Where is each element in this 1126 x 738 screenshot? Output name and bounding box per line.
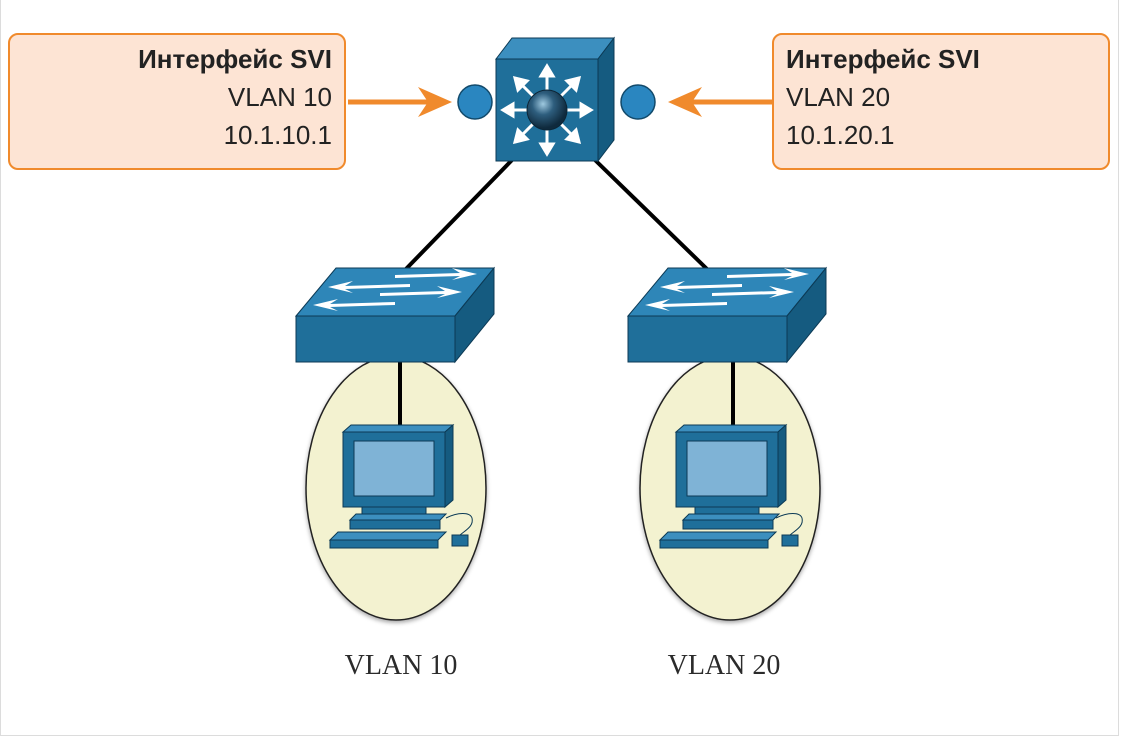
svi-callout-vlan20: Интерфейс SVI VLAN 20 10.1.20.1: [772, 33, 1110, 170]
svi-port-icon-left: [457, 84, 493, 120]
svi-port-icon-right: [620, 84, 656, 120]
pc-icon-right: [658, 423, 803, 549]
switch-icon-left: [294, 266, 496, 364]
svi-callout-title: Интерфейс SVI: [138, 44, 332, 74]
vlan-label-left: VLAN 10: [344, 650, 458, 681]
svi-callout-vlan10: Интерфейс SVI VLAN 10 10.1.10.1: [8, 33, 346, 170]
svi-callout-title: Интерфейс SVI: [786, 44, 980, 74]
svi-callout-vlan: VLAN 20: [786, 82, 891, 112]
arrow-left-icon: [668, 87, 772, 117]
link-core-to-switch-left: [403, 158, 514, 272]
svi-callout-ip: 10.1.20.1: [786, 120, 895, 150]
switch-icon-right: [626, 266, 828, 364]
vlan-label-right: VLAN 20: [667, 650, 781, 681]
svi-callout-vlan: VLAN 10: [227, 82, 332, 112]
pc-icon-left: [328, 423, 473, 549]
arrow-right-icon: [348, 87, 452, 117]
multilayer-switch-icon: [494, 36, 616, 163]
svi-callout-ip: 10.1.10.1: [223, 120, 332, 150]
link-core-to-switch-right: [593, 158, 710, 272]
